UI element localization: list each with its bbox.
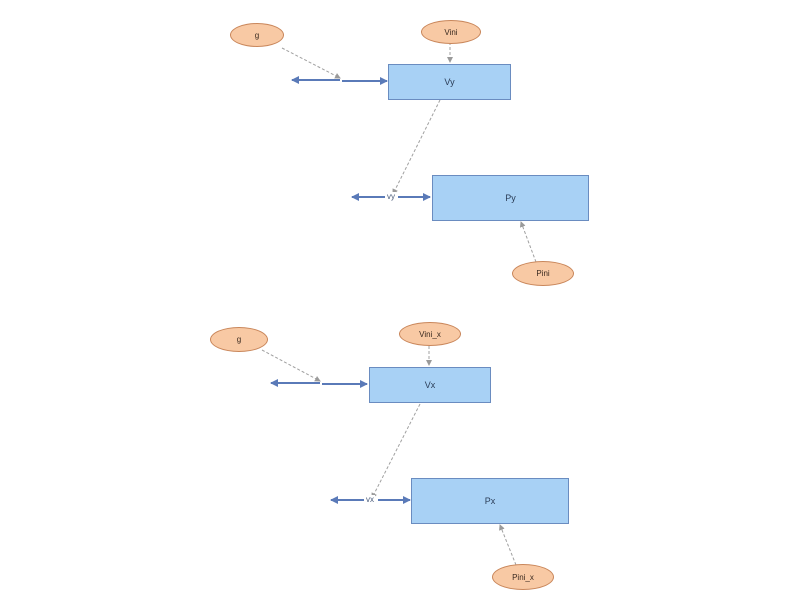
param-vini[interactable]: Vini — [421, 20, 481, 44]
stock-py[interactable]: Py — [432, 175, 589, 221]
param-g-x[interactable]: g — [210, 327, 268, 352]
param-pini[interactable]: Pini — [512, 261, 574, 286]
diagram-y — [281, 42, 537, 263]
link-vy-to-flow — [392, 99, 441, 195]
param-pini-x[interactable]: Pini_x — [492, 564, 554, 590]
param-g-y[interactable]: g — [230, 23, 284, 47]
param-vini-x[interactable]: Vini_x — [399, 322, 461, 346]
link-g-to-flow — [261, 349, 321, 382]
stock-vy[interactable]: Vy — [388, 64, 511, 100]
link-pini-to-py — [519, 221, 537, 263]
link-vx-to-flow — [371, 403, 421, 499]
link-g-to-flow — [281, 47, 341, 79]
flow-label-vx: vx — [365, 495, 375, 504]
link-pini-to-px — [499, 524, 517, 566]
stock-vx[interactable]: Vx — [369, 367, 491, 403]
stock-px[interactable]: Px — [411, 478, 569, 524]
diagram-x — [261, 346, 517, 566]
flow-label-vy: vy — [386, 192, 396, 201]
